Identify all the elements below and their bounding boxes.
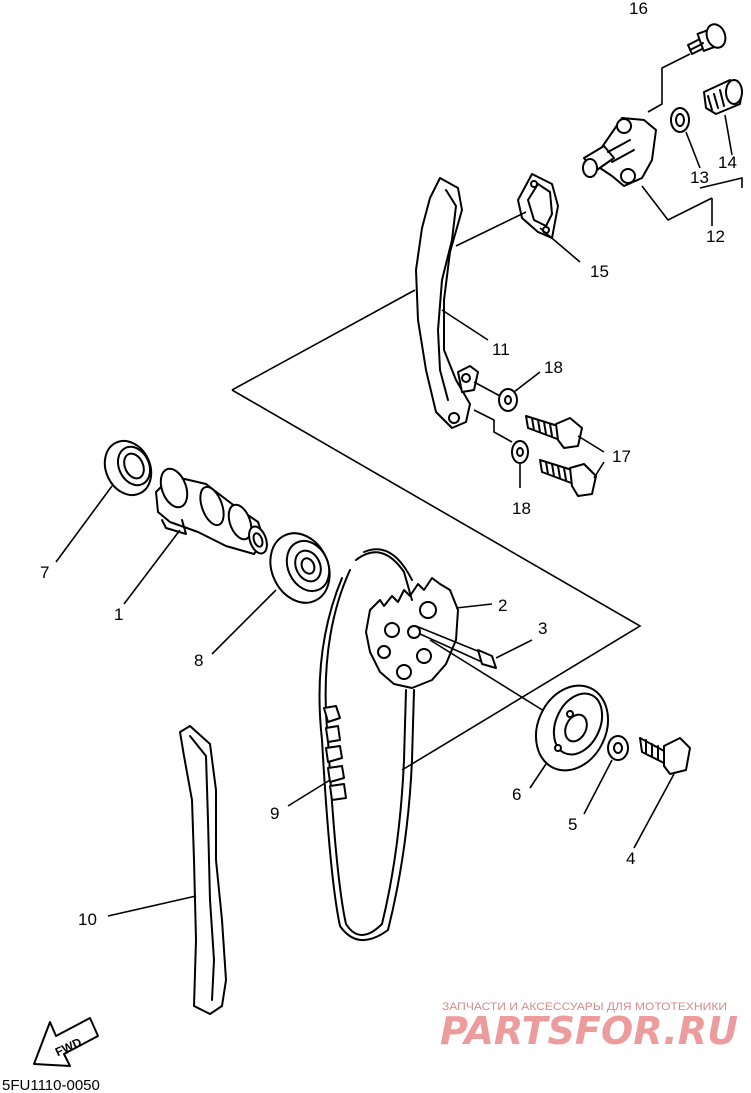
callout-4: 4 xyxy=(626,849,635,868)
fwd-arrow-icon: FWD xyxy=(33,1017,99,1067)
part-9-timing-chain xyxy=(287,548,415,941)
callout-1: 1 xyxy=(114,605,123,624)
part-16-bolt xyxy=(687,23,727,55)
callout-16: 16 xyxy=(629,0,648,18)
callout-8: 8 xyxy=(194,651,203,670)
callout-14: 14 xyxy=(718,153,737,172)
part-14-plug-bolt xyxy=(703,79,743,156)
callout-18-upper: 18 xyxy=(544,358,563,377)
part-17-bolt-upper xyxy=(525,415,583,449)
part-11-chain-guide xyxy=(415,177,489,429)
part-18-washer-lower xyxy=(473,409,529,488)
part-7-bearing xyxy=(55,439,153,563)
watermark-logo: PARTSFOR.RU xyxy=(440,1009,738,1053)
callout-7: 7 xyxy=(40,563,49,582)
callout-2: 2 xyxy=(498,596,507,615)
callout-18-lower: 18 xyxy=(512,499,531,518)
part-12-tensioner xyxy=(582,53,713,222)
part-1-camshaft xyxy=(123,467,268,605)
part-13-washer xyxy=(670,107,701,169)
callout-10: 10 xyxy=(78,910,97,929)
leader-17 xyxy=(577,435,605,479)
callout-12: 12 xyxy=(706,227,725,246)
part-3-dowel-pin xyxy=(415,625,533,669)
part-4-bolt xyxy=(633,737,691,849)
callout-15: 15 xyxy=(590,262,609,281)
part-6-plate xyxy=(429,639,609,789)
part-5-washer xyxy=(583,735,629,815)
part-2-sprocket xyxy=(365,577,493,689)
part-17-bolt-lower xyxy=(539,459,597,497)
callout-13: 13 xyxy=(690,168,709,187)
part-10-chain-guide xyxy=(107,725,227,1015)
assembly-outline xyxy=(231,289,642,771)
leader-12 xyxy=(699,176,743,226)
diagram-code: 5FU1110-0050 xyxy=(2,1077,100,1093)
callout-17: 17 xyxy=(612,447,631,466)
callout-9: 9 xyxy=(270,804,279,823)
callout-6: 6 xyxy=(512,785,521,804)
callout-11: 11 xyxy=(492,340,510,359)
part-8-bearing xyxy=(211,532,331,655)
part-15-gasket xyxy=(455,173,581,263)
part-18-washer-upper xyxy=(473,371,541,412)
callout-5: 5 xyxy=(568,815,577,834)
watermark-tagline: ЗАПЧАСТИ И АКСЕССУАРЫ ДЛЯ МОТОТЕХНИКИ xyxy=(442,1001,727,1013)
callout-3: 3 xyxy=(538,619,547,638)
